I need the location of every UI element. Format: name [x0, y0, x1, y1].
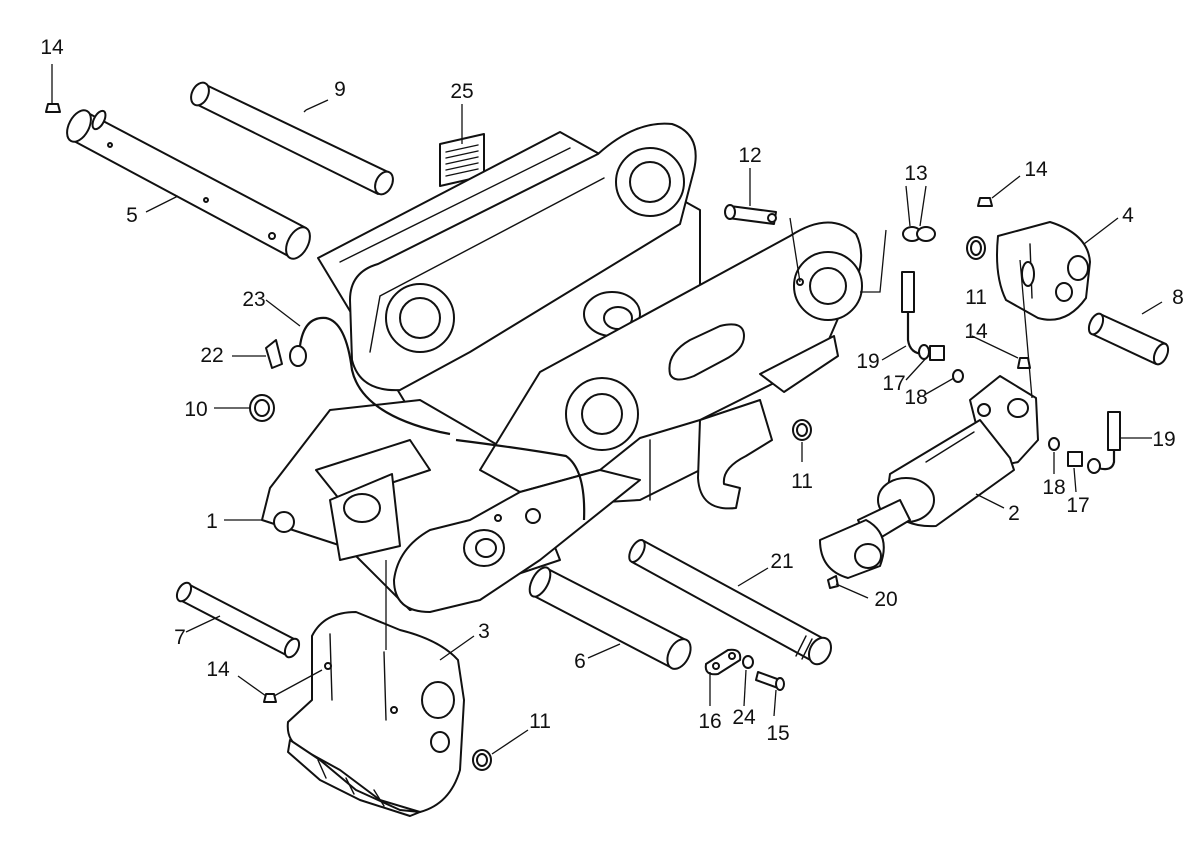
pin-20 [827, 575, 839, 589]
callout-14: 14 [1024, 158, 1048, 181]
callout-23: 23 [242, 288, 265, 311]
callout-14: 14 [964, 320, 988, 343]
hydraulic-cylinder-2 [819, 375, 1039, 579]
leader-lines [51, 64, 1163, 755]
seal-18-left [952, 369, 964, 383]
callout-2: 2 [1008, 502, 1020, 525]
pin-8 [1087, 312, 1170, 366]
callout-18: 18 [1042, 476, 1065, 499]
callout-5: 5 [126, 204, 138, 227]
fitting-17-left [929, 345, 945, 361]
callout-8: 8 [1172, 286, 1184, 309]
callout-19: 19 [1152, 428, 1175, 451]
grease-nipple-14-lower [263, 693, 277, 703]
pin-9 [190, 81, 394, 196]
logo-badge-icon [668, 323, 745, 381]
lanyard-pin-23 [289, 316, 586, 521]
locking-hook-4 [996, 221, 1091, 321]
locking-block-3 [286, 611, 465, 817]
hose-19-left [901, 271, 930, 360]
circlip-10 [249, 394, 275, 422]
callout-16: 16 [698, 710, 721, 733]
circlip-11-upper [966, 236, 986, 260]
callout-9: 9 [334, 78, 346, 101]
callout-25: 25 [450, 80, 473, 103]
callout-14: 14 [206, 658, 230, 681]
retaining-plate-16 [704, 648, 742, 676]
pin-6 [528, 566, 692, 670]
callout-7: 7 [174, 626, 186, 649]
washers-13 [902, 226, 936, 242]
grease-nipple-14-top-left [45, 103, 61, 113]
frame-left-plate [349, 122, 697, 392]
callout-11: 11 [965, 286, 987, 309]
callout-24: 24 [732, 706, 756, 729]
frame-hook [697, 399, 773, 510]
callout-11: 11 [529, 710, 551, 733]
bolt-15 [755, 671, 785, 691]
callout-10: 10 [184, 398, 207, 421]
pin-12 [724, 204, 777, 225]
callout-12: 12 [738, 144, 761, 167]
pin-7 [175, 581, 301, 659]
callout-11: 11 [791, 470, 813, 493]
fitting-17-right [1067, 451, 1083, 467]
grease-nipple-14-top-right [977, 197, 993, 207]
pin-21 [628, 539, 833, 666]
callout-labels: 14 9 25 5 12 13 14 4 11 8 23 14 22 19 17… [40, 36, 1184, 745]
pin-5 [66, 109, 311, 260]
callout-17: 17 [882, 372, 905, 395]
decal-25 [439, 133, 485, 187]
callout-3: 3 [478, 620, 490, 643]
callout-1: 1 [206, 510, 218, 533]
circlip-11-lower [472, 749, 492, 771]
callout-6: 6 [574, 650, 586, 673]
callout-19: 19 [856, 350, 879, 373]
seal-18-right [1048, 437, 1060, 451]
callout-18: 18 [904, 386, 927, 409]
callout-4: 4 [1122, 204, 1134, 227]
circlip-11-middle [792, 419, 812, 441]
callout-22: 22 [200, 344, 223, 367]
callout-14: 14 [40, 36, 64, 59]
frame-right-plate [393, 221, 863, 613]
callout-21: 21 [770, 550, 793, 573]
callout-15: 15 [766, 722, 789, 745]
callout-17: 17 [1066, 494, 1089, 517]
hose-19-right [1087, 411, 1121, 474]
washer-24 [742, 655, 754, 669]
clip-22 [265, 339, 283, 369]
callout-20: 20 [874, 588, 897, 611]
callout-13: 13 [904, 162, 927, 185]
